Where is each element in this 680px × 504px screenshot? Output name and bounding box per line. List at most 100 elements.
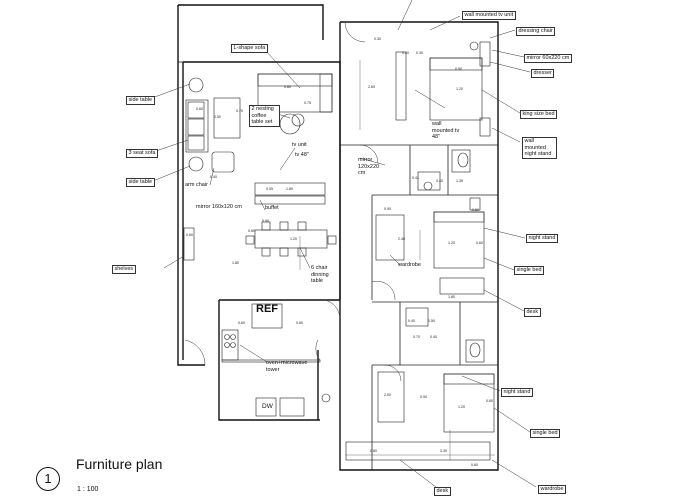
dim-label: 2.00 bbox=[384, 393, 391, 397]
dim-label: 0.60 bbox=[476, 241, 483, 245]
drawing-number: 1 bbox=[36, 467, 60, 491]
label-mirror-160: mirror 160x120 cm bbox=[196, 204, 242, 210]
label-single-bed-2: single bed bbox=[530, 429, 561, 438]
dim-label: 1.80 bbox=[232, 261, 239, 265]
dim-label: 3.30 bbox=[440, 449, 447, 453]
dim-label: 0.60 bbox=[472, 208, 479, 212]
dim-label: 1.39 bbox=[456, 179, 463, 183]
bedroom-three-furniture bbox=[345, 371, 495, 461]
dim-label: 0.40 bbox=[402, 51, 409, 55]
label-dresser: dresser bbox=[531, 69, 555, 78]
night-stand-rect bbox=[479, 117, 491, 137]
dim-label: 0.75 bbox=[304, 101, 311, 105]
dim-label: 0.30 bbox=[374, 37, 381, 41]
dim-label: 0.50 bbox=[214, 115, 221, 119]
label-mirror-120: mirror 120x220 cm bbox=[358, 157, 380, 176]
drawing-scale: 1 : 100 bbox=[77, 486, 99, 493]
dim-label: 1.20 bbox=[456, 87, 463, 91]
coffee-table bbox=[279, 113, 301, 135]
label-night-stand-1: night stand bbox=[526, 234, 558, 243]
dim-label: 0.60 bbox=[196, 107, 203, 111]
dim-label: 0.60 bbox=[370, 449, 377, 453]
dim-label: 0.70 bbox=[236, 109, 243, 113]
dishwasher-rect bbox=[255, 397, 277, 417]
label-mirror-60: mirror 60x220 cm bbox=[524, 54, 572, 63]
dim-label: 0.70 bbox=[413, 335, 420, 339]
label-single-bed-1: single bed bbox=[514, 266, 545, 275]
bedroom-two-furniture bbox=[375, 197, 485, 295]
dim-label: 0.30 bbox=[416, 51, 423, 55]
dim-label: 1.20 bbox=[458, 405, 465, 409]
fridge-rect bbox=[251, 303, 283, 329]
dimension-lines bbox=[299, 60, 495, 460]
tv-wall-unit bbox=[395, 51, 407, 121]
label-wardrobe-2: wardrobe bbox=[538, 485, 566, 494]
drawing-title: Furniture plan bbox=[76, 456, 163, 472]
dim-label: 0.60 bbox=[248, 229, 255, 233]
dressing-chair-circle bbox=[469, 41, 479, 51]
wardrobe-one bbox=[375, 214, 405, 261]
door-swings bbox=[184, 21, 402, 382]
leader-lines bbox=[151, 0, 537, 491]
label-desk-1: desk bbox=[524, 308, 541, 317]
dim-label: 1.80 bbox=[286, 187, 293, 191]
dim-label: 0.40 bbox=[210, 175, 217, 179]
label-tv-48: tv 48" bbox=[295, 152, 309, 158]
label-three-seat-sofa: 3 seat sofa bbox=[126, 149, 158, 158]
dim-label: 0.50 bbox=[428, 319, 435, 323]
shelves-unit bbox=[183, 227, 195, 261]
dim-label: 0.60 bbox=[296, 321, 303, 325]
dim-label: 0.90 bbox=[455, 67, 462, 71]
wardrobe-two bbox=[377, 371, 405, 423]
dim-label: 1.20 bbox=[290, 237, 297, 241]
label-shelves: shelves bbox=[112, 265, 136, 274]
dim-label: 0.90 bbox=[262, 219, 269, 223]
label-wall-tv-48: wall mounted tv 48" bbox=[432, 121, 460, 140]
label-side-table-1: side table bbox=[126, 96, 155, 105]
dim-label: 0.60 bbox=[486, 399, 493, 403]
label-ref: REF bbox=[256, 303, 278, 315]
dim-label: 1.80 bbox=[448, 295, 455, 299]
label-dressing-chair: dressing chair bbox=[516, 27, 556, 36]
dim-label: 0.60 bbox=[471, 463, 478, 467]
dim-label: 1.20 bbox=[448, 241, 455, 245]
label-night-stand-2: night stand bbox=[501, 388, 533, 397]
label-desk-2: desk bbox=[434, 487, 451, 496]
dim-label: 0.60 bbox=[238, 321, 245, 325]
dim-label: 0.41 bbox=[412, 176, 419, 180]
label-oven-tower: oven+microwave tower bbox=[266, 360, 308, 373]
label-dw: DW bbox=[262, 403, 273, 410]
dim-label: 0.05 bbox=[266, 187, 273, 191]
label-wall-night-stand: wall mounted night stand bbox=[522, 137, 557, 159]
arm-chair bbox=[211, 151, 235, 173]
label-king-bed: king size bed bbox=[520, 110, 558, 119]
label-wardrobe-1: wardrobe bbox=[398, 262, 421, 268]
label-nesting-coffee: 2 nesting coffee table set bbox=[249, 105, 280, 127]
dim-label: 0.90 bbox=[420, 395, 427, 399]
dim-label: 2.60 bbox=[368, 85, 375, 89]
dining-table bbox=[254, 229, 328, 249]
dresser-unit bbox=[479, 41, 491, 67]
dim-label: 0.80 bbox=[284, 85, 291, 89]
label-tv-unit: tv unit bbox=[292, 142, 307, 148]
living-furniture bbox=[183, 73, 337, 261]
label-side-table-2: side table bbox=[126, 178, 155, 187]
tv-unit bbox=[254, 182, 326, 196]
dim-label: 0.40 bbox=[430, 335, 437, 339]
label-six-chair: 6 chair dinning table bbox=[311, 265, 329, 284]
dim-label: 0.60 bbox=[186, 233, 193, 237]
dim-label: 0.90 bbox=[384, 207, 391, 211]
label-arm-chair: arm chair bbox=[185, 182, 208, 188]
exterior-walls bbox=[177, 4, 499, 471]
dim-label: 0.40 bbox=[408, 319, 415, 323]
dim-label: 2.40 bbox=[398, 237, 405, 241]
kitchen-fixtures bbox=[221, 303, 331, 417]
label-buffet: buffet bbox=[265, 205, 279, 211]
dim-label: 0.40 bbox=[436, 179, 443, 183]
interior-walls bbox=[178, 61, 498, 470]
desk-one bbox=[439, 277, 485, 295]
label-wall-tv-unit: wall mounted tv unit bbox=[462, 11, 516, 20]
side-table-1 bbox=[188, 77, 204, 93]
label-l-shape-sofa: L-shape sofa bbox=[231, 44, 268, 53]
